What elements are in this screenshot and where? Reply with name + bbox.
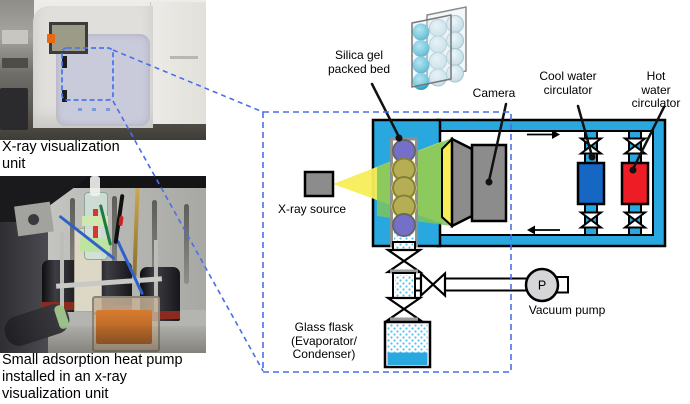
vapor-in-tube <box>395 275 413 297</box>
valve-icon <box>384 248 424 274</box>
label-vacuum-pump: Vacuum pump <box>528 303 606 317</box>
door-hinge <box>62 90 67 102</box>
heater-band <box>96 310 152 344</box>
panel-slot <box>184 204 189 284</box>
flange <box>390 317 418 322</box>
door-hinge <box>62 56 67 68</box>
silica-bead-purple <box>392 213 416 237</box>
flow-arrow-left-icon <box>527 225 560 235</box>
valve-icon <box>622 211 648 229</box>
motor-band <box>140 311 180 319</box>
leader-dot <box>588 153 596 161</box>
label-camera: Camera <box>472 86 516 100</box>
liquid-water <box>387 352 428 365</box>
flange <box>390 269 418 274</box>
cool-water-circulator <box>576 161 606 206</box>
green-tape-wrap <box>82 216 108 226</box>
brand-sticker <box>47 34 55 43</box>
valve-icon <box>384 296 424 322</box>
vapor-in-flask <box>387 324 428 353</box>
photo-heat-pump <box>0 176 206 353</box>
vacuum-pump-symbol <box>524 267 560 303</box>
pump-letter: P <box>538 279 546 293</box>
shelf-equipment <box>2 58 28 68</box>
frame-post <box>60 232 64 310</box>
vapor-in-tube <box>395 243 413 250</box>
label-hot-water: Hot water circulator <box>631 69 681 110</box>
leader-dot <box>395 134 403 142</box>
shelf-equipment <box>2 30 28 44</box>
callout-rect-photo <box>61 47 114 101</box>
leader-lines <box>370 82 666 183</box>
scintillator-screen <box>441 136 453 229</box>
cabinet-model-text <box>170 56 198 59</box>
frame-post <box>154 240 158 312</box>
caption-bottom-photo: Small adsorption heat pump installed in … <box>2 352 183 402</box>
valve-icon <box>622 137 648 155</box>
packed-bed-inset <box>411 6 467 90</box>
door-indicator <box>92 108 96 111</box>
leader-dot <box>485 178 493 186</box>
valve-icon <box>578 211 604 229</box>
photo-xray-unit <box>0 0 206 140</box>
callout-connector-bottom <box>112 100 264 372</box>
label-glass-flask: Glass flask (Evaporator/ Condenser) <box>290 320 358 361</box>
teal-spheres <box>412 23 430 90</box>
callout-connector-top <box>112 49 264 113</box>
photo-shadow <box>48 326 206 353</box>
caption-top-photo: X-ray visualization unit <box>2 139 120 172</box>
xray-cabinet-front <box>33 6 153 128</box>
label-xray-source: X-ray source <box>277 202 347 216</box>
glass-flask-photo <box>92 296 160 352</box>
front-plate <box>411 14 452 88</box>
label-cool-water: Cool water circulator <box>539 69 597 97</box>
xray-source-box <box>303 170 335 198</box>
monitor <box>0 88 28 130</box>
flow-arrow-right-icon <box>527 130 560 139</box>
clear-tube <box>90 176 100 196</box>
door-indicator <box>78 108 82 111</box>
vacuum-pipe <box>444 277 539 292</box>
label-silica-gel: Silica gel packed bed <box>327 48 391 76</box>
camera-cone <box>450 136 474 229</box>
door-indicator <box>106 108 110 111</box>
callout-rect-schematic <box>262 111 512 373</box>
leader-dot <box>629 166 637 174</box>
panel-slot <box>70 198 75 290</box>
valve-icon <box>419 270 447 299</box>
